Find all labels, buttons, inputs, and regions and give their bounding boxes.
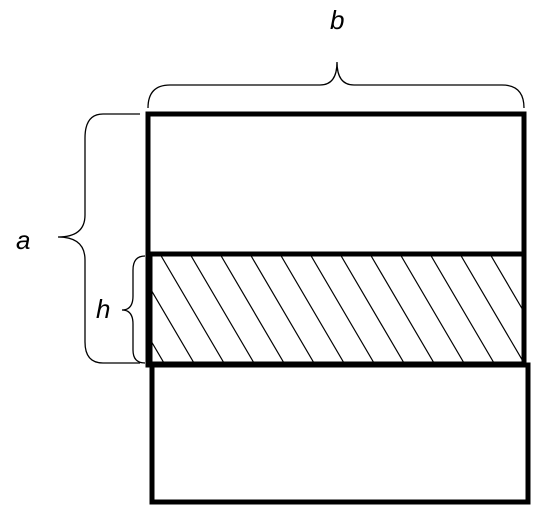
- brace-a: [57, 113, 140, 364]
- label-h: h: [96, 294, 110, 324]
- lower-rectangle: [149, 362, 531, 505]
- label-a: a: [16, 225, 30, 255]
- brace-b: [147, 61, 525, 109]
- label-b: b: [330, 5, 344, 35]
- brace-h: [121, 255, 146, 364]
- hatched-strip-hatching: [150, 254, 522, 363]
- hatched-strip-border: [145, 251, 527, 367]
- upper-rectangle: [145, 111, 527, 368]
